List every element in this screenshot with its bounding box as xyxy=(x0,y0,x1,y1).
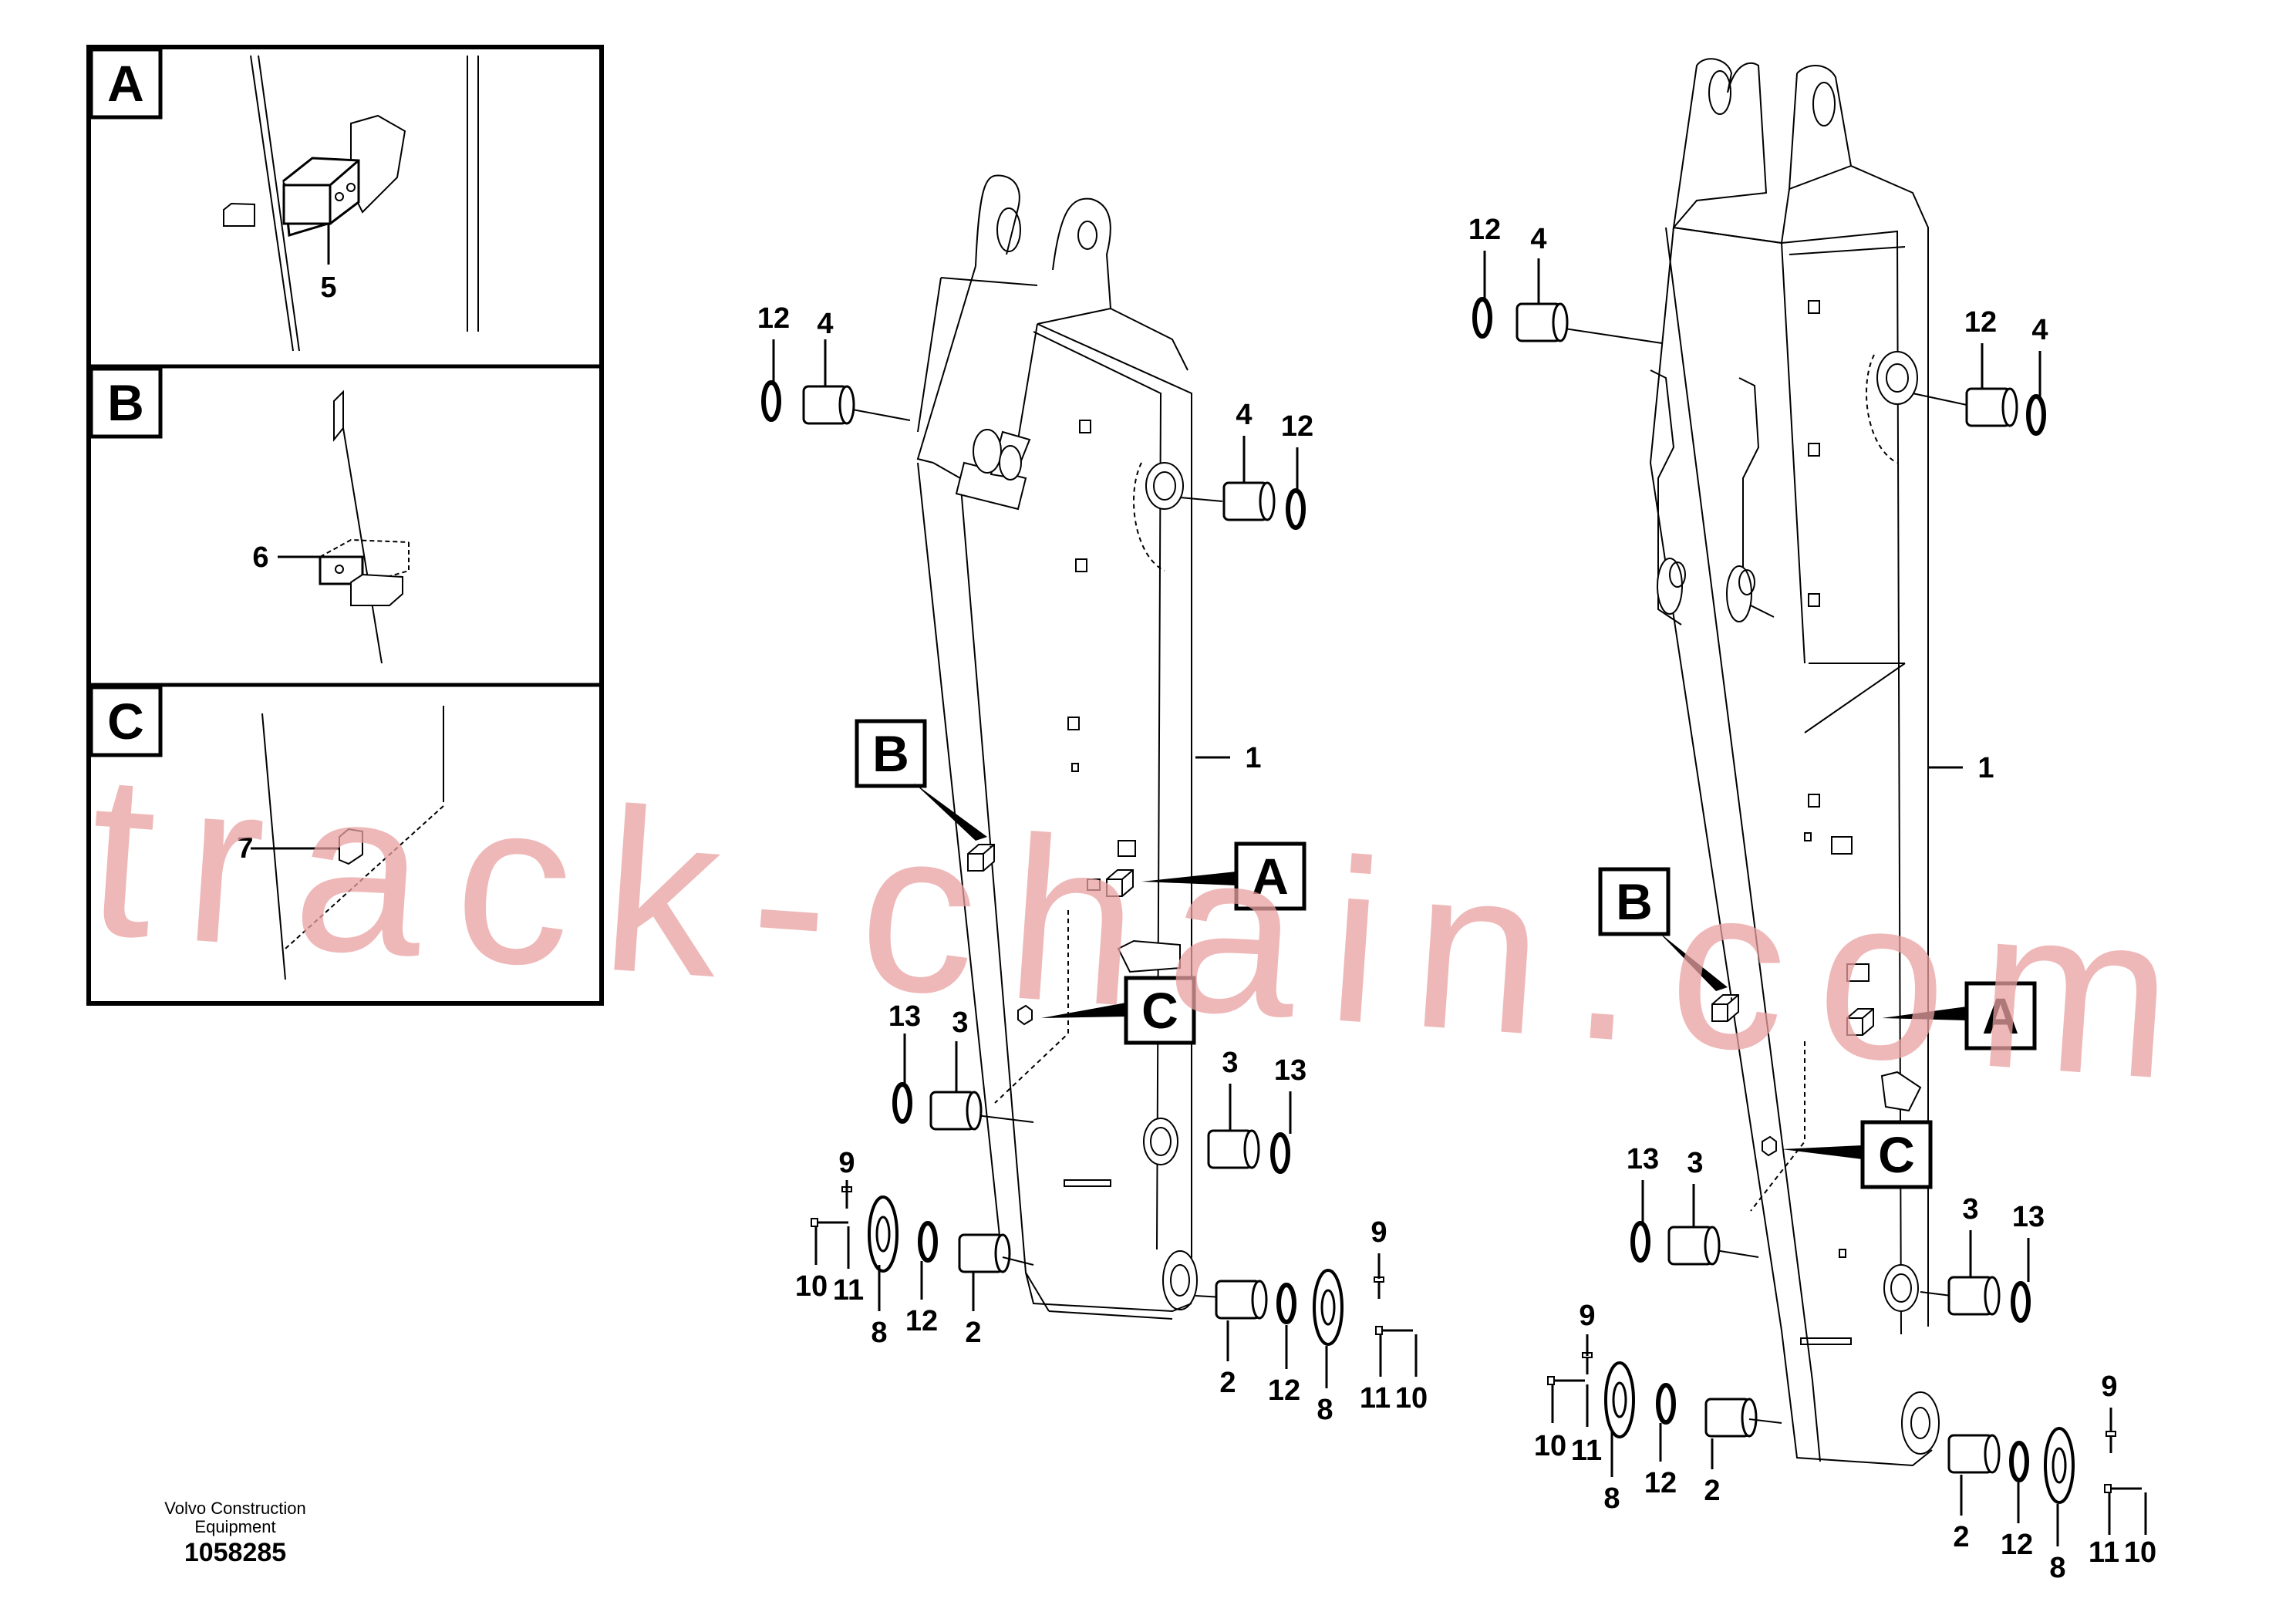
boom-assembly-left xyxy=(916,174,1198,1320)
callout-12: 12 xyxy=(1281,410,1313,443)
callout-8: 8 xyxy=(1317,1394,1333,1426)
callout-13: 13 xyxy=(2012,1201,2045,1233)
tag-a: A xyxy=(1982,987,2019,1044)
detail-panel-b: B 6 xyxy=(89,366,410,664)
tag-box-a xyxy=(1234,841,1306,911)
callout-1: 1 xyxy=(1977,752,1994,784)
watermark: track-chain.com xyxy=(81,723,2213,1130)
callout-3: 3 xyxy=(1222,1047,1238,1079)
detail-a-part-label: 5 xyxy=(320,271,336,304)
callout-3: 3 xyxy=(1687,1147,1703,1179)
callout-12: 12 xyxy=(905,1305,938,1337)
drawing-number: 1058285 xyxy=(184,1538,287,1567)
callout-4: 4 xyxy=(1530,223,1546,255)
callout-12: 12 xyxy=(1268,1374,1300,1407)
callout-13: 13 xyxy=(1274,1054,1306,1087)
callout-8: 8 xyxy=(1603,1482,1620,1515)
callout-1: 1 xyxy=(1245,742,1261,774)
detail-a-tag: A xyxy=(107,55,144,112)
callout-12: 12 xyxy=(1964,306,1997,339)
callout-9: 9 xyxy=(1579,1300,1595,1332)
tag-box-b xyxy=(1598,867,1671,936)
brand-line-2: Equipment xyxy=(194,1517,276,1536)
callout-10: 10 xyxy=(2124,1536,2156,1569)
detail-c-tag: C xyxy=(107,693,144,750)
callout-4: 4 xyxy=(2031,314,2048,346)
tag-b: B xyxy=(872,725,909,782)
callout-2: 2 xyxy=(1219,1367,1236,1399)
callout-10: 10 xyxy=(795,1270,828,1303)
callout-12: 12 xyxy=(1468,214,1501,246)
callout-11: 11 xyxy=(1571,1435,1602,1467)
callout-11: 11 xyxy=(2089,1536,2119,1569)
detail-c-part-label: 7 xyxy=(237,832,253,865)
detail-panel-c: C 7 xyxy=(89,685,444,980)
callout-12: 12 xyxy=(757,302,790,335)
tag-box-c xyxy=(1860,1120,1933,1189)
callout-9: 9 xyxy=(2101,1371,2117,1403)
left-boom-exploded-parts: 12 4 4 12 1 B A C 13 3 xyxy=(757,302,1428,1426)
callout-10: 10 xyxy=(1395,1382,1428,1415)
tag-box-b xyxy=(855,719,927,788)
callout-8: 8 xyxy=(871,1317,887,1349)
callout-13: 13 xyxy=(1627,1143,1659,1175)
callout-3: 3 xyxy=(1962,1193,1978,1226)
callout-3: 3 xyxy=(952,1007,968,1039)
brand-caption: Volvo Construction Equipment xyxy=(116,1499,355,1536)
callout-11: 11 xyxy=(1360,1382,1391,1415)
callout-12: 12 xyxy=(2001,1529,2033,1561)
callout-2: 2 xyxy=(1953,1521,1969,1553)
detail-panels: A 5 B xyxy=(86,45,604,1006)
tag-c: C xyxy=(1141,982,1178,1039)
tag-b: B xyxy=(1616,873,1653,930)
detail-b-tag: B xyxy=(107,374,144,431)
tag-a: A xyxy=(1252,848,1289,905)
brand-line-1: Volvo Construction xyxy=(164,1499,306,1518)
callout-11: 11 xyxy=(833,1274,864,1307)
tag-box-a xyxy=(1964,981,2037,1050)
callout-10: 10 xyxy=(1534,1430,1566,1462)
right-boom-exploded-parts: 12 4 12 4 1 B A C 13 3 3 13 xyxy=(1468,214,2156,1584)
tag-c: C xyxy=(1878,1126,1915,1183)
callout-13: 13 xyxy=(888,1000,921,1033)
boom-assembly-right xyxy=(1649,58,1940,1467)
callout-2: 2 xyxy=(965,1317,981,1349)
callout-4: 4 xyxy=(1236,399,1252,431)
callout-4: 4 xyxy=(817,308,833,340)
detail-b-part-label: 6 xyxy=(252,541,268,574)
callout-8: 8 xyxy=(2049,1552,2065,1584)
callout-2: 2 xyxy=(1704,1475,1720,1507)
callout-9: 9 xyxy=(838,1147,855,1179)
callout-12: 12 xyxy=(1644,1467,1677,1499)
callout-9: 9 xyxy=(1371,1216,1387,1249)
detail-panel-a: A 5 xyxy=(89,47,479,352)
